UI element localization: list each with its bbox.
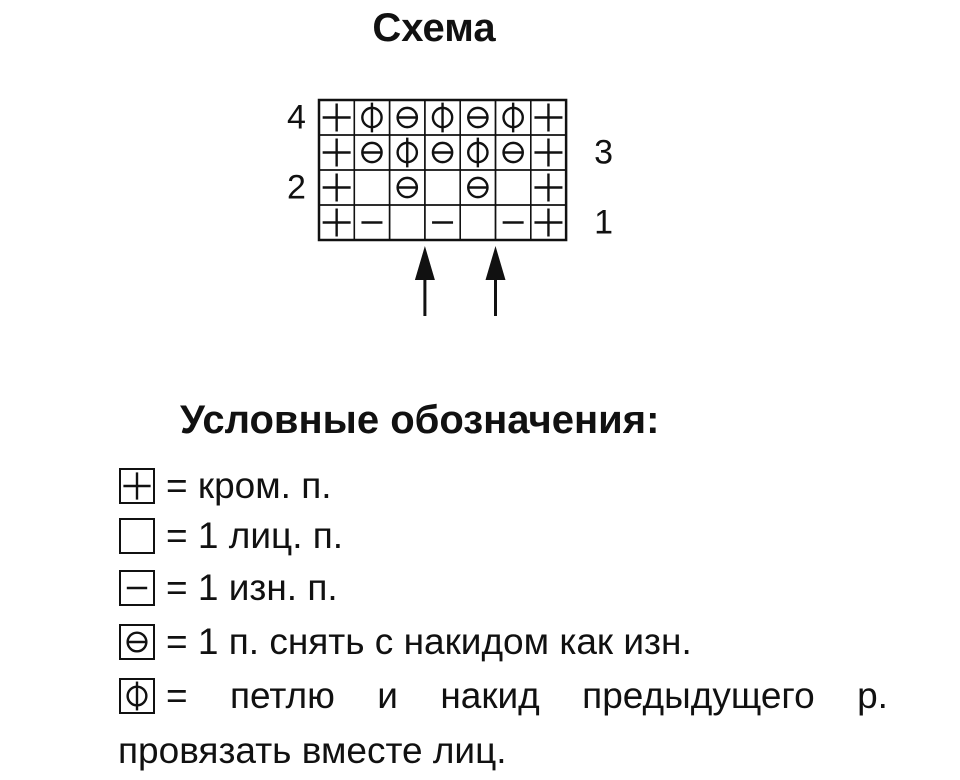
chart-cell-edge xyxy=(318,204,356,241)
repeat-arrow-icon xyxy=(485,246,506,316)
legend-item-text: = 1 п. снять с накидом как изн. xyxy=(166,621,692,662)
legend-word: петлю xyxy=(230,675,335,716)
chart-cell-yo-knit xyxy=(494,99,532,136)
chart-cell-purl xyxy=(494,204,532,241)
chart-cell-knit xyxy=(424,169,461,206)
legend-word: и xyxy=(377,675,398,716)
row-number-label: 3 xyxy=(594,134,613,172)
chart-cell-edge xyxy=(530,204,567,241)
legend-item-continuation: провязать вместе лиц. xyxy=(118,730,507,771)
chart-cell-edge xyxy=(530,99,567,136)
chart-cell-knit xyxy=(494,169,532,206)
chart-cell-knit xyxy=(388,204,426,241)
chart-cell-slip xyxy=(388,99,426,136)
chart-cell-slip xyxy=(459,169,497,206)
legend-item-text: = 1 изн. п. xyxy=(166,567,338,608)
legend-item-text: = 1 лиц. п. xyxy=(166,515,344,556)
legend-item-edge: = кром. п. xyxy=(118,464,332,508)
legend-item-yo-knit: = петлю и накид предыдущего р. xyxy=(118,674,888,718)
knit-stitch-symbol-icon xyxy=(119,518,155,554)
chart-cell-slip xyxy=(459,99,497,136)
chart-cell-slip xyxy=(353,134,391,171)
chart-cell-slip xyxy=(388,169,426,206)
legend-word: = xyxy=(166,675,188,716)
legend-item-text: = кром. п. xyxy=(166,465,332,506)
legend-item-purl: = 1 изн. п. xyxy=(118,566,338,610)
row-number-label: 4 xyxy=(287,99,306,137)
chart-cell-knit xyxy=(459,204,497,241)
chart-cell-edge xyxy=(530,169,567,206)
legend-word: предыдущего xyxy=(582,675,815,716)
legend-item-slip: = 1 п. снять с накидом как изн. xyxy=(118,620,692,664)
purl-stitch-symbol-icon xyxy=(119,570,155,606)
chart-cell-edge xyxy=(318,99,356,136)
edge-stitch-symbol-icon xyxy=(119,468,155,504)
chart-cell-purl xyxy=(424,204,461,241)
chart-cell-yo-knit xyxy=(388,134,426,171)
chart-cell-edge xyxy=(318,169,356,206)
knit-together-with-yarn-over-symbol-icon xyxy=(119,678,155,714)
chart-cell-slip xyxy=(494,134,532,171)
legend-word: накид xyxy=(440,675,540,716)
legend-word: р. xyxy=(857,675,888,716)
row-number-label: 1 xyxy=(594,204,613,242)
repeat-arrow-icon xyxy=(414,246,435,316)
chart-cell-edge xyxy=(318,134,356,171)
chart-cell-slip xyxy=(424,134,461,171)
chart-cell-yo-knit xyxy=(424,99,461,136)
chart-border xyxy=(317,98,568,242)
slip-with-yarn-over-symbol-icon xyxy=(119,624,155,660)
knitting-chart: 4 3 2 1 xyxy=(287,98,613,316)
legend-title: Условные обозначения: xyxy=(180,398,660,442)
chart-cell-edge xyxy=(530,134,567,171)
row-number-label: 2 xyxy=(287,169,306,207)
legend-item-knit: = 1 лиц. п. xyxy=(118,514,343,558)
legend-item-text: = петлю и накид предыдущего р. xyxy=(166,675,888,717)
chart-cell-purl xyxy=(353,204,391,241)
chart-cell-yo-knit xyxy=(459,134,497,171)
chart-cell-yo-knit xyxy=(353,99,391,136)
chart-title: Схема xyxy=(372,6,496,50)
chart-cell-knit xyxy=(353,169,391,206)
